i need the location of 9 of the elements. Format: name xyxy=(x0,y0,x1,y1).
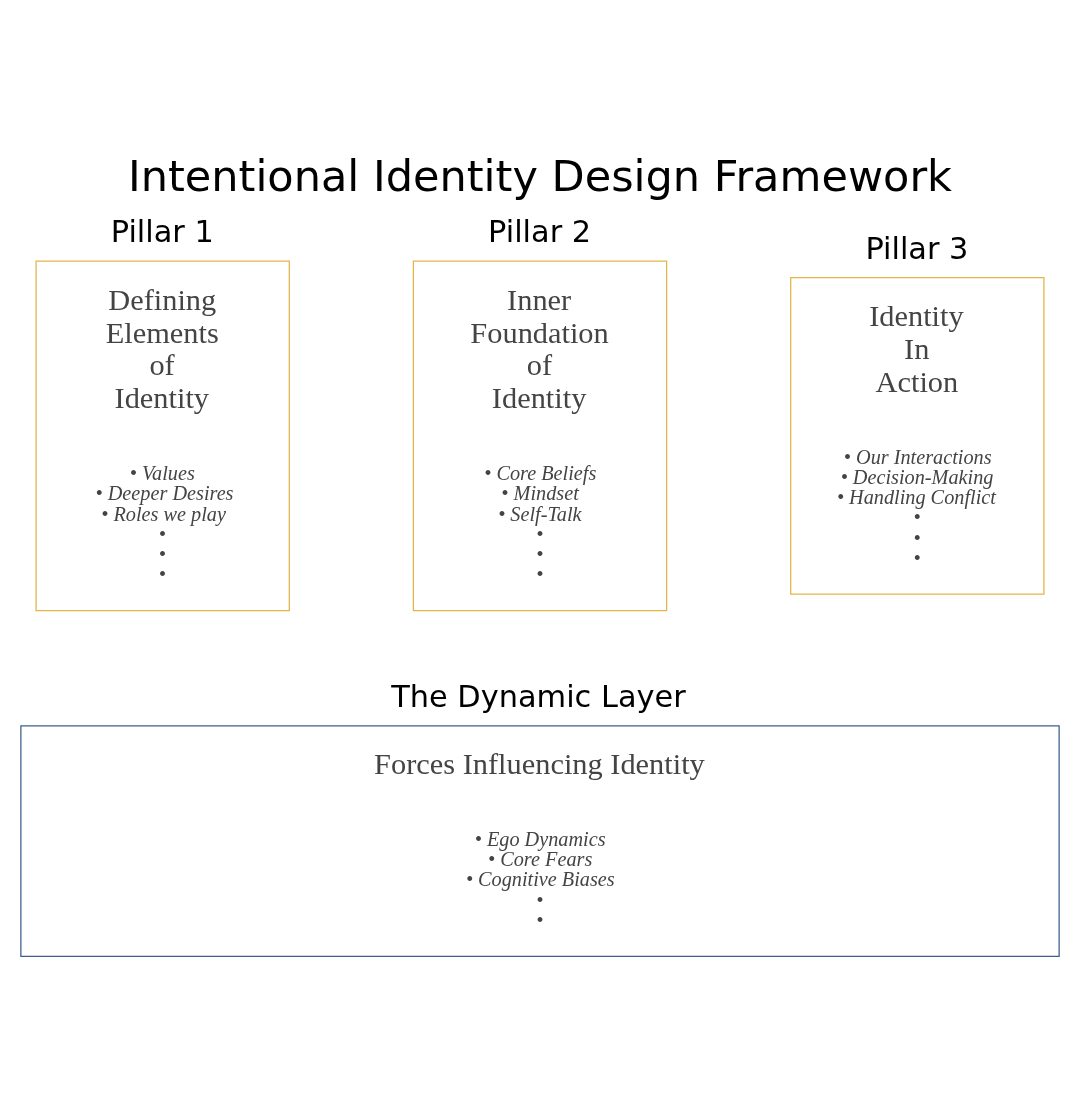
node-label: Pillar 1 xyxy=(110,213,214,249)
node-label: The Dynamic Layer xyxy=(391,678,686,714)
node-box: Defining Elements of Identity • Values • Deeper Desires • Roles we play • • • xyxy=(35,260,290,611)
node-box: Inner Foundation of Identity • Core Beliefs • Mindset • Self-Talk • • • xyxy=(412,260,668,611)
node-label: Pillar 2 xyxy=(488,213,592,249)
node-box: Identity In Action • Our Interactions • Decision-Making • Handling Conflict • • • xyxy=(790,276,1045,595)
node-label: Pillar 3 xyxy=(865,230,969,266)
diagram-title: Intentional Identity Design Framework xyxy=(127,150,953,201)
node-box: Forces Influencing Identity • Ego Dynamics • Core Fears • Cognitive Biases • • xyxy=(20,724,1060,957)
